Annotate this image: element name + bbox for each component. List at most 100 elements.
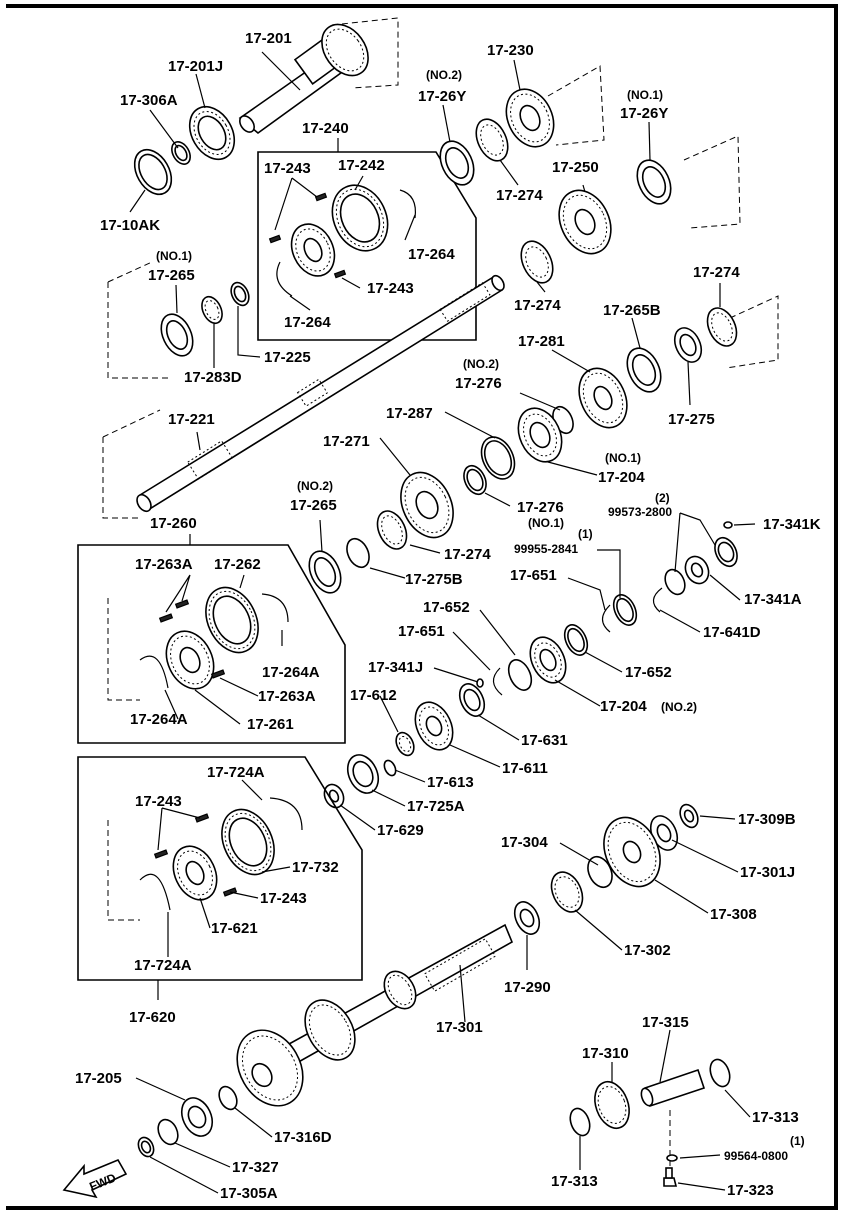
right-frame-border: [834, 4, 838, 1210]
label-17-631: 17-631: [521, 732, 568, 749]
label-17-264-b: 17-264: [284, 314, 331, 331]
label-17-611: 17-611: [502, 760, 548, 777]
bearing-17-204-no2: [529, 636, 567, 684]
dashed-guide: [547, 65, 605, 146]
label-17-275B: 17-275B: [405, 571, 463, 588]
part-number-labels: 17-201 17-201J 17-306A 17-10AK 17-240 17…: [75, 30, 821, 1202]
input-shaft-17-201: [238, 23, 369, 135]
gear-17-308: [603, 816, 661, 888]
snap-ring-17-305A: [137, 1136, 155, 1158]
label-99573-2800: 99573-2800: [608, 505, 672, 519]
needle-bearing-17-612: [395, 731, 415, 757]
label-1-a: (1): [578, 527, 593, 541]
thrust-washer-17-313-left: [569, 1107, 591, 1137]
label-17-316D: 17-316D: [274, 1129, 332, 1146]
snap-ring-17-651-b: [492, 667, 503, 696]
dashed-guide: [107, 282, 168, 379]
sync-hub-17-240: [290, 223, 336, 277]
label-17-271: 17-271: [323, 433, 370, 450]
label-17-613: 17-613: [427, 774, 474, 791]
shim-17-327: [157, 1118, 179, 1146]
synchronizer-box-17-260: [77, 544, 346, 744]
label-17-281: 17-281: [518, 333, 565, 350]
label-17-221: 17-221: [168, 411, 215, 428]
label-17-315: 17-315: [642, 1014, 689, 1031]
label-17-309B: 17-309B: [738, 811, 796, 828]
label-no2-b: (NO.2): [463, 357, 499, 371]
label-17-341A: 17-341A: [744, 591, 802, 608]
synchronizer-box-17-240: [257, 151, 477, 341]
gear-17-611: [414, 701, 454, 751]
spring-17-264A-b: [139, 655, 169, 689]
bearing-17-301J: [649, 815, 679, 851]
needle-bearing-17-283D: [201, 295, 223, 325]
snap-ring-17-651-a: [601, 604, 611, 633]
bearing-17-290: [513, 901, 541, 935]
label-no1-c: (NO.1): [605, 451, 641, 465]
label-17-225: 17-225: [264, 349, 311, 366]
race-17-652-b: [507, 659, 533, 691]
label-17-301: 17-301: [436, 1019, 483, 1036]
label-17-725A: 17-725A: [407, 798, 465, 815]
fwd-arrow-icon: FWD: [62, 1158, 128, 1199]
mainshaft-17-221: [136, 274, 505, 513]
ring-17-341K: [723, 521, 733, 529]
label-17-204-no1: 17-204: [598, 469, 645, 486]
snap-ring-17-641D: [652, 587, 663, 613]
label-no2-d: (NO.2): [661, 700, 697, 714]
leader-lines: [129, 51, 756, 1194]
spring-17-724A-b: [139, 873, 171, 911]
dashed-guide: [102, 409, 161, 438]
blocker-ring-17-265B: [626, 347, 662, 393]
sync-sleeve-17-732: [221, 808, 275, 876]
label-17-724A-a: 17-724A: [207, 764, 265, 781]
label-no2-a: (NO.2): [426, 68, 462, 82]
label-17-250: 17-250: [552, 159, 599, 176]
label-17-651-a: 17-651: [510, 567, 557, 584]
label-17-341K: 17-341K: [763, 516, 821, 533]
gear-17-302: [550, 871, 584, 913]
sync-sleeve-17-242: [331, 184, 389, 252]
label-17-724A-b: 17-724A: [134, 957, 192, 974]
needle-bearing-17-274-d: [376, 510, 408, 550]
key-17-243-c: [333, 269, 347, 279]
label-17-302: 17-302: [624, 942, 671, 959]
label-17-274-c: 17-274: [693, 264, 740, 281]
gear-17-271: [400, 471, 454, 539]
thrust-washer-17-313-right: [709, 1058, 731, 1088]
label-17-26Y-no2: 17-26Y: [418, 88, 466, 105]
bearing-17-205: [180, 1097, 214, 1137]
snap-ring-17-287: [480, 436, 516, 480]
bolt-17-323: [663, 1167, 678, 1187]
blocker-ring-17-265-no1: [160, 313, 194, 357]
label-17-305A: 17-305A: [220, 1185, 278, 1202]
snap-ring-17-225: [230, 281, 250, 307]
key-17-263A-c: [210, 669, 226, 679]
label-17-274-b: 17-274: [514, 297, 561, 314]
label-17-652-a: 17-652: [423, 599, 470, 616]
label-17-621: 17-621: [211, 920, 258, 937]
sync-sleeve-17-262: [205, 586, 259, 654]
blocker-ring-17-26Y-no1: [636, 159, 672, 205]
label-17-323: 17-323: [727, 1182, 774, 1199]
label-17-265-no2: 17-265: [290, 497, 337, 514]
label-17-306A: 17-306A: [120, 92, 178, 109]
label-17-313-a: 17-313: [752, 1109, 799, 1126]
label-1-b: (1): [790, 1134, 805, 1148]
label-17-243-b: 17-243: [367, 280, 414, 297]
shim-17-10AK: [133, 148, 173, 196]
dashed-guide: [107, 598, 140, 701]
label-17-264A-b: 17-264A: [130, 711, 188, 728]
label-17-310: 17-310: [582, 1045, 629, 1062]
washer-17-309B: [679, 803, 699, 829]
idler-gear-17-310: [594, 1080, 630, 1130]
label-17-283D: 17-283D: [184, 369, 242, 386]
gear-17-250: [558, 189, 612, 255]
label-17-265-no1: 17-265: [148, 267, 195, 284]
bearing-17-204-no1: [517, 407, 563, 463]
idler-shaft-17-315: [640, 1068, 706, 1108]
label-no2-c: (NO.2): [297, 479, 333, 493]
key-17-263A-b: [174, 599, 190, 609]
